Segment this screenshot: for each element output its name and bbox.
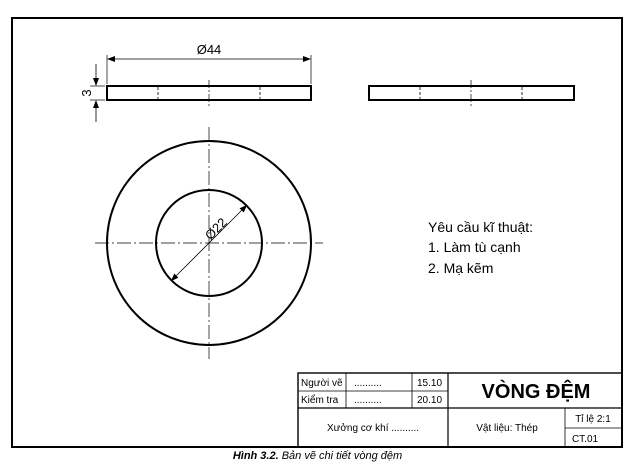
side-view bbox=[368, 80, 575, 106]
scale-label: Tỉ lệ 2:1 bbox=[575, 413, 611, 425]
inner-diameter-dim-line bbox=[170, 204, 248, 282]
title-block: Người vẽ .......... 15.10 Kiểm tra .....… bbox=[297, 372, 623, 448]
technical-requirements: Yêu cầu kĩ thuật: 1. Làm tù cạnh 2. Mạ k… bbox=[428, 219, 533, 276]
front-view: Ø44 3 bbox=[79, 42, 312, 122]
drawn-date: 15.10 bbox=[417, 378, 442, 389]
checked-date: 20.10 bbox=[417, 395, 442, 406]
workshop-label: Xưởng cơ khí .......... bbox=[327, 422, 419, 434]
part-name: VÒNG ĐỆM bbox=[482, 379, 591, 403]
caption-label: Hình 3.2. bbox=[232, 450, 279, 462]
figure-caption: Hình 3.2. Bản vẽ chi tiết vòng đệm bbox=[0, 450, 635, 462]
checked-by-dots: .......... bbox=[354, 395, 382, 406]
top-view: Ø22 bbox=[95, 127, 323, 359]
title-block-frame bbox=[297, 372, 623, 448]
outer-diameter-label: Ø44 bbox=[197, 42, 222, 57]
washer-side-outline bbox=[368, 85, 575, 101]
checked-by-label: Kiểm tra bbox=[301, 394, 339, 406]
drawn-by-dots: .......... bbox=[354, 378, 382, 389]
inner-diameter-label: Ø22 bbox=[202, 215, 230, 243]
requirements-title: Yêu cầu kĩ thuật: bbox=[428, 219, 533, 235]
material-label: Vật liệu: Thép bbox=[476, 423, 538, 434]
requirement-item: 2. Mạ kẽm bbox=[428, 260, 493, 276]
drawing-code: CT.01 bbox=[572, 434, 599, 445]
drawn-by-label: Người vẽ bbox=[301, 378, 343, 389]
caption-text: Bản vẽ chi tiết vòng đệm bbox=[281, 450, 403, 462]
requirement-item: 1. Làm tù cạnh bbox=[428, 239, 521, 255]
thickness-label: 3 bbox=[79, 89, 94, 96]
